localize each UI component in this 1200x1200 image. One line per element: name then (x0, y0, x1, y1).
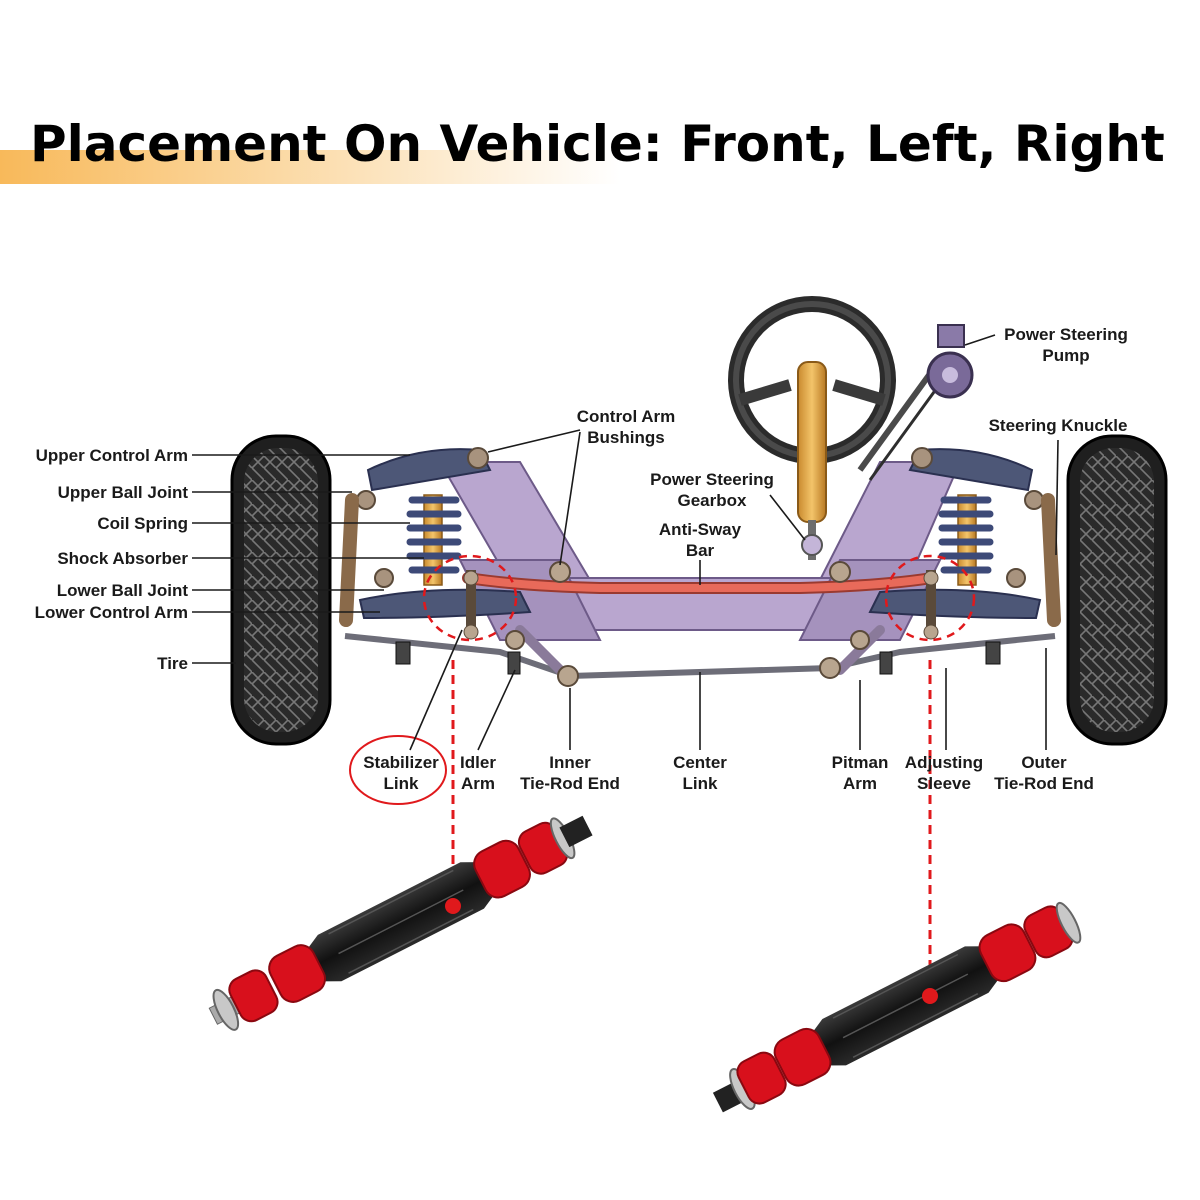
label-center-link-line1: Center (673, 753, 727, 772)
leader-lines (192, 334, 1059, 751)
label-upper-control-arm: Upper Control Arm (36, 446, 188, 465)
label-outer-tie-rod-end-line2: Tie-Rod End (994, 774, 1094, 793)
label-power-steering-gearbox-line2: Gearbox (678, 491, 748, 510)
anti-sway-bar (462, 561, 938, 594)
label-anti-sway-bar-line1: Anti-Sway (659, 520, 742, 539)
label-inner-tie-rod-end-line1: Inner (549, 753, 591, 772)
label-adjusting-sleeve-line2: Sleeve (917, 774, 971, 793)
steering-knuckle-left (339, 493, 359, 627)
label-stabilizer-link-line1: Stabilizer (363, 753, 439, 772)
upper-control-arm-right (908, 447, 1044, 510)
lower-control-arm-right (868, 568, 1042, 620)
label-tire: Tire (157, 654, 188, 673)
power-steering-pump (857, 324, 974, 481)
label-power-steering-pump-line2: Pump (1042, 346, 1089, 365)
stabilizer-link-product-right (712, 901, 1082, 1113)
label-adjusting-sleeve-line1: Adjusting (905, 753, 983, 772)
label-stabilizer-link-line2: Link (384, 774, 419, 793)
label-upper-ball-joint: Upper Ball Joint (58, 483, 189, 502)
coil-spring-left (406, 494, 462, 586)
label-outer-tie-rod-end-line1: Outer (1021, 753, 1067, 772)
coil-spring-right (938, 494, 994, 586)
highlight-circle-right (884, 554, 976, 642)
steering-wheel (728, 296, 896, 560)
stabilizer-link-product-left (208, 815, 593, 1031)
title-banner (0, 150, 620, 184)
lower-control-arm-left (358, 568, 532, 620)
label-lower-control-arm: Lower Control Arm (35, 603, 188, 622)
highlight-circle-left (422, 554, 518, 642)
label-anti-sway-bar-line2: Bar (686, 541, 715, 560)
marker-dot-right (922, 988, 938, 1004)
label-shock-absorber: Shock Absorber (57, 549, 188, 568)
page-title: Placement On Vehicle: Front, Left, Right (30, 115, 1165, 173)
steering-knuckle-right (1041, 493, 1061, 627)
marker-dot-left (445, 898, 461, 914)
label-steering-knuckle: Steering Knuckle (989, 416, 1128, 435)
label-idler-arm-line2: Arm (461, 774, 495, 793)
upper-control-arm-left (356, 447, 492, 510)
label-inner-tie-rod-end-line2: Tie-Rod End (520, 774, 620, 793)
stabilizer-link-right (923, 570, 939, 640)
label-control-arm-bushings-line2: Bushings (587, 428, 664, 447)
label-idler-arm-line1: Idler (460, 753, 496, 772)
stabilizer-label-circle (349, 735, 447, 805)
label-center-link-line2: Link (683, 774, 718, 793)
label-power-steering-gearbox-line1: Power Steering (650, 470, 774, 489)
label-power-steering-pump-line1: Power Steering (1004, 325, 1128, 344)
label-pitman-arm-line2: Arm (843, 774, 877, 793)
right-tire (1066, 434, 1168, 746)
label-coil-spring: Coil Spring (97, 514, 188, 533)
label-pitman-arm-line1: Pitman (832, 753, 889, 772)
label-lower-ball-joint: Lower Ball Joint (57, 581, 189, 600)
label-control-arm-bushings-line1: Control Arm (577, 407, 676, 426)
stabilizer-link-left (463, 570, 479, 640)
